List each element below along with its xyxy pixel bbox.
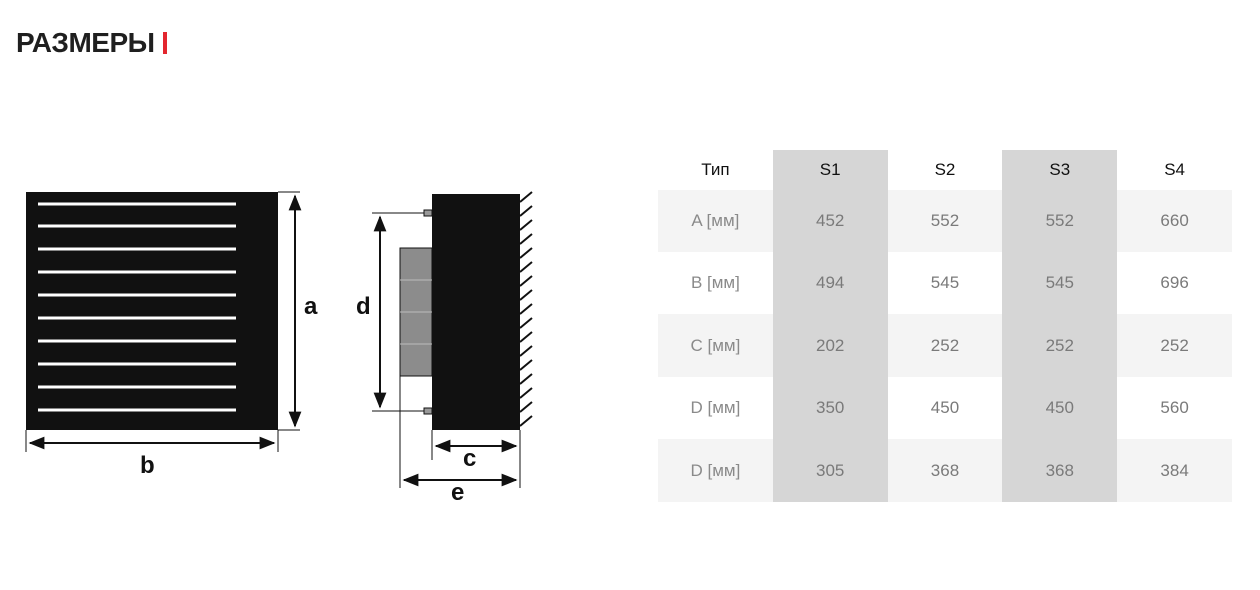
page-title-text: РАЗМЕРЫ xyxy=(16,27,155,58)
grille-slats xyxy=(38,202,236,412)
table-row: C [мм] 202 252 252 252 xyxy=(658,314,1232,377)
table-cell: 560 xyxy=(1117,377,1232,439)
table-row: D [мм] 350 450 450 560 xyxy=(658,377,1232,439)
column-header-s3: S3 xyxy=(1002,150,1118,190)
table-cell: 452 xyxy=(772,190,888,252)
table-row: D [мм] 305 368 368 384 xyxy=(658,439,1232,502)
table-cell: 450 xyxy=(1002,377,1118,439)
dimensions-table: Тип S1 S2 S3 S4 A [мм] 452 552 552 660 B… xyxy=(658,150,1232,502)
row-label: D [мм] xyxy=(658,439,773,502)
column-header-s4: S4 xyxy=(1117,150,1232,190)
page-title: РАЗМЕРЫ xyxy=(16,26,167,60)
dimension-e-label: e xyxy=(451,479,464,506)
table-cell: 545 xyxy=(1002,252,1118,314)
table-cell: 552 xyxy=(887,190,1003,252)
table-cell: 252 xyxy=(887,314,1003,377)
table-cell: 384 xyxy=(1117,439,1232,502)
column-header-s1: S1 xyxy=(772,150,888,190)
table-row: A [мм] 452 552 552 660 xyxy=(658,190,1232,252)
table-row: B [мм] 494 545 545 696 xyxy=(658,252,1232,314)
row-label: C [мм] xyxy=(658,314,773,377)
table-cell: 368 xyxy=(887,439,1003,502)
dimensions-diagram: a b xyxy=(25,191,533,506)
table-cell: 350 xyxy=(772,377,888,439)
table-cell: 450 xyxy=(887,377,1003,439)
table-cell: 252 xyxy=(1002,314,1118,377)
dimension-a-label: a xyxy=(304,293,318,320)
table-cell: 305 xyxy=(772,439,888,502)
dimension-c-label: c xyxy=(463,445,476,472)
grille-front-body xyxy=(26,192,278,430)
table-cell: 660 xyxy=(1117,190,1232,252)
front-view: a b xyxy=(25,191,318,479)
table-cell: 368 xyxy=(1002,439,1118,502)
row-label: D [мм] xyxy=(658,377,773,439)
table-cell: 552 xyxy=(1002,190,1118,252)
table-header-row: Тип S1 S2 S3 S4 xyxy=(658,150,1232,190)
row-label: B [мм] xyxy=(658,252,773,314)
table-cell: 494 xyxy=(772,252,888,314)
dimension-d-label: d xyxy=(356,293,371,320)
column-header-type: Тип xyxy=(658,150,773,190)
table-cell: 545 xyxy=(887,252,1003,314)
grille-side-body xyxy=(432,194,520,430)
table-cell: 696 xyxy=(1117,252,1232,314)
row-label: A [мм] xyxy=(658,190,773,252)
title-accent-bar xyxy=(162,32,167,54)
column-header-s2: S2 xyxy=(887,150,1003,190)
table-cell: 252 xyxy=(1117,314,1232,377)
dimension-b-label: b xyxy=(140,452,155,479)
table-cell: 202 xyxy=(772,314,888,377)
louver-blades xyxy=(519,191,533,427)
side-view: d c e xyxy=(356,191,533,506)
